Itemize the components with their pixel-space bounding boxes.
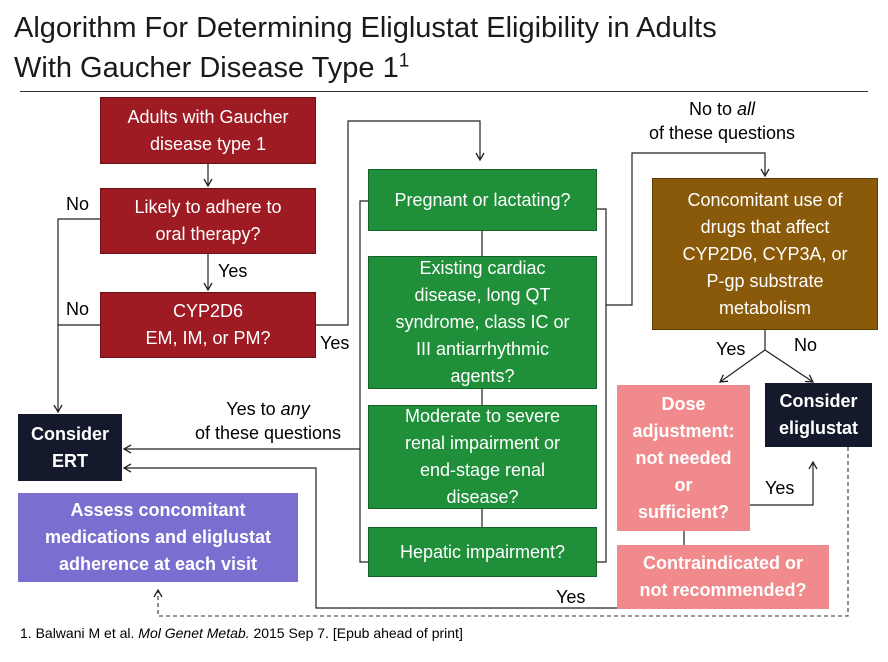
box-cardiac-line-1: Existing cardiac: [419, 258, 546, 278]
label-yes-adhere: Yes: [218, 261, 248, 281]
box-hepatic: Hepatic impairment?: [368, 527, 597, 577]
box-dose-line-2: adjustment:: [632, 420, 735, 441]
box-cardiac-line-5: agents?: [450, 366, 515, 386]
box-consider-ert-line-2: ERT: [52, 450, 88, 471]
box-consider-ert: Consider ERT: [18, 414, 122, 481]
box-renal-line-1: Moderate to severe: [404, 406, 561, 426]
box-cyp2d6: CYP2D6 EM, IM, or PM?: [100, 292, 316, 358]
box-dose-line-4: or: [674, 474, 693, 495]
box-renal-line-4: disease?: [446, 487, 519, 507]
title-line-2-text: With Gaucher Disease Type 1: [14, 52, 399, 84]
footnote-citation: 1. Balwani M et al. Mol Genet Metab. 201…: [20, 625, 463, 641]
box-adhere-oral: Likely to adhere to oral therapy?: [100, 188, 316, 254]
box-contra-line-2: not recommended?: [639, 580, 807, 600]
arrow-no-all-to-concomitant: [606, 152, 770, 306]
label-yes-dose: Yes: [765, 478, 795, 498]
box-adults-line-2: disease type 1: [149, 133, 267, 154]
box-cardiac: Existing cardiac disease, long QT syndro…: [368, 256, 597, 389]
label-yes-to-any-prefix: Yes to: [226, 399, 281, 419]
label-no-adhere: No: [66, 194, 90, 214]
box-assess-line-1: Assess concomitant: [70, 500, 246, 520]
label-yes-concomitant: Yes: [716, 339, 746, 359]
box-renal-line-3: end-stage renal: [419, 460, 546, 480]
box-renal: Moderate to severe renal impairment or e…: [368, 405, 597, 509]
label-no-to-all-emphasis: all: [737, 99, 756, 119]
label-yes-to-any-line-1: Yes to any: [180, 397, 356, 421]
arrow-conc-yes-to-dose: [718, 349, 766, 383]
box-renal-line-2: renal impairment or: [404, 433, 561, 453]
box-cardiac-line-3: syndrome, class IC or: [395, 312, 570, 332]
label-no-concomitant: No: [794, 335, 818, 355]
label-yes-to-any: Yes to any of these questions: [180, 397, 356, 445]
box-concomitant-line-1: Concomitant use of: [687, 189, 843, 210]
title-line-2: With Gaucher Disease Type 11: [14, 48, 717, 88]
label-no-to-all: No to all of these questions: [636, 97, 808, 145]
box-dose-line-5: sufficient?: [637, 501, 729, 522]
label-yes-contraindicated: Yes: [556, 587, 586, 607]
label-no-to-all-line-1: No to all: [636, 97, 808, 121]
box-adults-line-1: Adults with Gaucher: [127, 106, 289, 127]
box-contraindicated: Contraindicated or not recommended?: [617, 545, 829, 609]
title-superscript: 1: [398, 50, 410, 72]
label-no-to-all-prefix: No to: [688, 99, 737, 119]
bracket-no-right: [597, 208, 607, 563]
label-yes-to-any-line-2: of these questions: [194, 423, 342, 443]
box-assess-visit: Assess concomitant medications and eligl…: [18, 493, 298, 582]
title-line-1: Algorithm For Determining Eliglustat Eli…: [14, 12, 717, 44]
box-cyp-line-2: EM, IM, or PM?: [145, 328, 271, 348]
arrow-adhere-no-to-ert: [53, 218, 100, 414]
box-pregnant-line-1: Pregnant or lactating?: [394, 189, 571, 210]
box-adults-gaucher: Adults with Gaucher disease type 1: [100, 97, 316, 164]
box-consider-eliglustat-line-2: eliglustat: [778, 418, 858, 438]
box-consider-eliglustat: Consider eliglustat: [765, 383, 872, 447]
footnote-journal: Mol Genet Metab.: [138, 625, 250, 641]
page-title: Algorithm For Determining Eliglustat Eli…: [14, 8, 717, 88]
box-dose-line-3: not needed: [635, 447, 732, 468]
box-hepatic-line-1: Hepatic impairment?: [399, 541, 566, 562]
box-cardiac-line-4: III antiarrhythmic: [415, 339, 550, 359]
box-concomitant: Concomitant use of drugs that affect CYP…: [652, 178, 878, 330]
box-contra-line-1: Contraindicated or: [642, 553, 803, 573]
box-dose-line-1: Dose: [661, 393, 706, 414]
arrow-conc-no-to-eliglustat: [764, 349, 815, 383]
title-divider: [20, 91, 868, 92]
label-yes-to-any-emphasis: any: [280, 399, 310, 419]
box-pregnant: Pregnant or lactating?: [368, 169, 597, 231]
arrow-dose-yes-to-eliglustat: [750, 460, 818, 506]
box-assess-line-2: medications and eliglustat: [44, 527, 272, 547]
footnote-suffix: 2015 Sep 7. [Epub ahead of print]: [249, 625, 463, 641]
box-concomitant-line-5: metabolism: [718, 297, 812, 318]
box-dose-adjustment: Dose adjustment: not needed or sufficien…: [617, 385, 750, 531]
box-cyp-line-1: CYP2D6: [172, 301, 244, 321]
bracket-yes-left: [359, 200, 368, 563]
box-concomitant-line-3: CYP2D6, CYP3A, or: [682, 243, 848, 264]
footnote-prefix: 1. Balwani M et al.: [20, 625, 139, 641]
box-cardiac-line-2: disease, long QT: [414, 285, 551, 305]
label-yes-cyp: Yes: [320, 333, 350, 353]
label-no-cyp: No: [66, 299, 90, 319]
box-adhere-line-1: Likely to adhere to: [134, 197, 282, 217]
box-assess-line-3: adherence at each visit: [58, 554, 258, 574]
label-no-to-all-line-2: of these questions: [648, 123, 796, 143]
arrow-cyp-yes-to-questions: [316, 120, 485, 326]
box-consider-eliglustat-line-1: Consider: [779, 391, 858, 411]
box-concomitant-line-4: P-gp substrate: [706, 270, 824, 291]
arrow-contra-yes-to-ert: [122, 463, 617, 609]
box-consider-ert-line-1: Consider: [30, 423, 109, 444]
arrow-eliglustat-to-assess-dashed: [153, 447, 849, 617]
box-adhere-line-2: oral therapy?: [155, 224, 261, 244]
box-concomitant-line-2: drugs that affect: [700, 216, 830, 237]
